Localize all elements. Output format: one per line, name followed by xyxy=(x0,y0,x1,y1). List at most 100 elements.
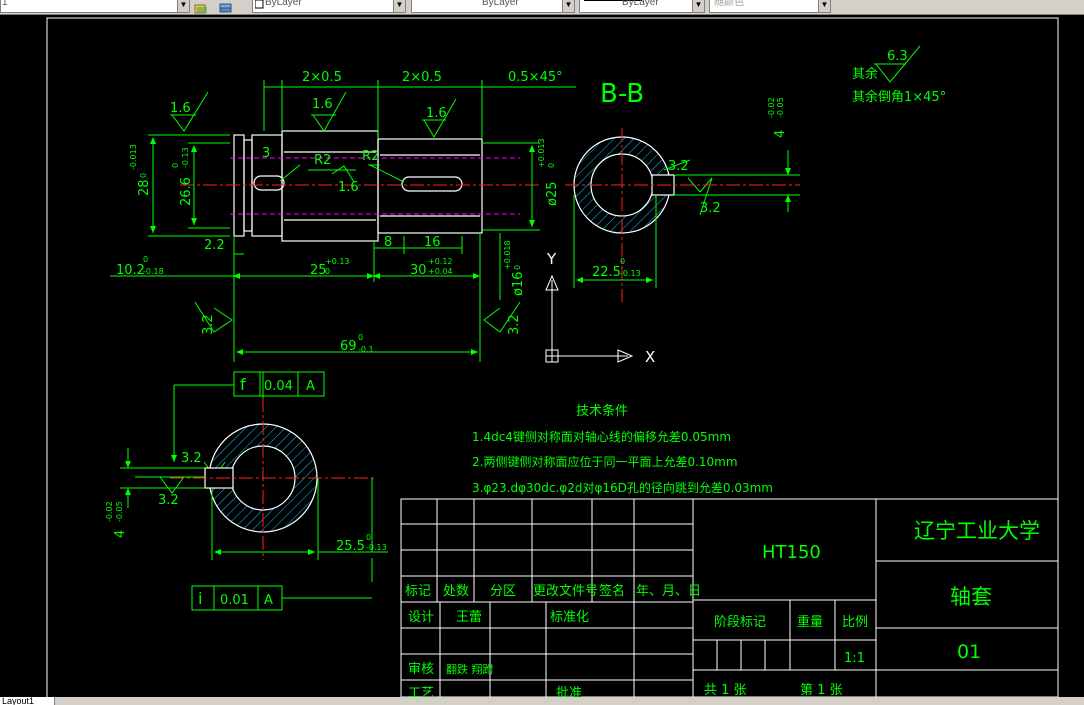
roughness-1: 1.6 xyxy=(170,101,191,116)
fcf2-value: 0.01 xyxy=(220,593,249,608)
tab-layout1[interactable]: Layout1 xyxy=(0,697,55,705)
tol-22-5-up: 0 xyxy=(620,257,625,266)
roughness-9: 3.2 xyxy=(181,451,202,466)
roughness-4: 1.6 xyxy=(338,180,359,195)
material: HT150 xyxy=(762,542,821,563)
dim-28: 28 xyxy=(137,179,152,196)
tol-25-dia-up: +0.013 xyxy=(537,138,546,168)
dim-30: 30 xyxy=(410,263,427,278)
dim-16: 16 xyxy=(424,235,441,250)
roughness-8: 3.2 xyxy=(700,201,721,216)
dim-26-6: 26.6 xyxy=(179,177,194,206)
linetype-dropdown[interactable]: ByLayer ▼ xyxy=(411,0,575,13)
fcf1-symbol: f xyxy=(240,375,246,394)
tol-16-dia-lo: 0 xyxy=(513,265,522,270)
dim-10-2: 10.2 xyxy=(116,263,145,278)
ucs-y-label: Y xyxy=(546,250,557,268)
lineweight-sample xyxy=(584,0,642,1)
roughness-2: 1.6 xyxy=(312,97,333,112)
color-value: ByLayer xyxy=(265,0,302,8)
dim-4-b: 4 xyxy=(113,530,128,538)
dim-69: 69 xyxy=(340,339,357,354)
color-swatch-icon xyxy=(255,0,264,9)
tol-25-5-lo: -0.13 xyxy=(366,543,387,552)
dim-2-2: 2.2 xyxy=(204,238,225,253)
designer-name: 王蕾 xyxy=(456,610,482,625)
drawing-canvas[interactable]: B-B 2×0.5 2×0.5 0.5×45° R2 R2 3 2.2 8 16… xyxy=(0,15,1084,697)
tol-25-up: +0.13 xyxy=(325,257,350,266)
tol-28-up: -0.013 xyxy=(129,144,138,170)
tech-line-2: 2.两侧键侧对称面应位于同一平面上允差0.10mm xyxy=(472,454,738,469)
roughness-rest-label: 其余 xyxy=(852,66,878,82)
title-block-grid xyxy=(400,498,1059,697)
fcf1-datum: A xyxy=(306,379,315,394)
layers-icon[interactable] xyxy=(218,0,232,13)
dim-25: 25 xyxy=(310,263,327,278)
tol-69-lo: -0.1 xyxy=(358,345,374,354)
layer-value: 1 xyxy=(2,0,8,8)
layer-dropdown[interactable]: 1 ▼ xyxy=(0,0,190,13)
tol-16-dia-up: +0.018 xyxy=(503,240,512,270)
tol-22-5-lo: -0.13 xyxy=(620,269,641,278)
fcf2-datum: A xyxy=(264,593,273,608)
tol-25-lo: 0 xyxy=(325,267,330,276)
tech-line-1: 1.4dc4键侧对称面对轴心线的偏移允差0.05mm xyxy=(472,429,731,444)
end-view xyxy=(120,372,388,599)
roughness-symbols xyxy=(135,45,921,494)
tol-30-up: +0.12 xyxy=(428,257,453,266)
color-dropdown[interactable]: ByLayer ▼ xyxy=(252,0,406,13)
linetype-value: ByLayer xyxy=(482,0,519,8)
reviewer-name: 翻跌 翔跗 xyxy=(446,662,494,676)
drawing-frame xyxy=(46,17,1059,697)
lineweight-dropdown[interactable]: ByLayer ▼ xyxy=(579,0,705,13)
tol-69-up: 0 xyxy=(358,333,363,342)
weight-label: 重量 xyxy=(797,614,823,630)
dim-r2-a: R2 xyxy=(314,153,331,168)
tol-10-2-lo: -0.18 xyxy=(143,267,164,276)
tol-26-6-up: 0 xyxy=(171,163,180,168)
tol-4b-lo: -0.05 xyxy=(115,501,124,522)
part-name: 轴套 xyxy=(950,585,992,609)
review-label: 审核 xyxy=(408,662,434,677)
lineweight-value: ByLayer xyxy=(622,0,659,8)
roughness-6: 3.2 xyxy=(507,314,522,335)
header-count: 处数 xyxy=(443,584,469,599)
fcf1-value: 0.04 xyxy=(264,379,293,394)
tol-10-2-up: 0 xyxy=(143,255,148,264)
shaft-dimensions xyxy=(110,80,576,362)
header-mark: 标记 xyxy=(405,584,431,599)
header-sign: 签名 xyxy=(599,583,625,599)
design-label: 设计 xyxy=(408,610,434,625)
tol-4-up: -0.02 xyxy=(767,97,776,118)
dim-8: 8 xyxy=(384,235,392,250)
roughness-5: 3.2 xyxy=(201,314,216,335)
ucs-x-label: X xyxy=(645,348,655,366)
dim-16-dia: ø16 xyxy=(511,272,526,297)
process-label: 工艺 xyxy=(408,686,434,697)
plotstyle-dropdown[interactable]: 随颜色 ▼ xyxy=(709,0,831,13)
university-name: 辽宁工业大学 xyxy=(914,519,1040,543)
dim-25-dia: ø25 xyxy=(545,182,560,207)
approve-label: 批准 xyxy=(556,686,582,697)
fcf2-symbol: i xyxy=(198,589,202,608)
ucs-icon xyxy=(545,274,634,363)
status-bar xyxy=(0,697,1084,705)
dim-r2-b: R2 xyxy=(362,149,379,164)
chevron-down-icon: ▼ xyxy=(562,0,574,12)
scale-value: 1:1 xyxy=(844,651,865,666)
roughness-rest-chamfer: 其余倒角1×45° xyxy=(852,89,946,105)
drawing-number: 01 xyxy=(957,641,981,663)
dim-2x05-a: 2×0.5 xyxy=(302,70,342,85)
section-b-b xyxy=(565,128,800,302)
dim-2x05-b: 2×0.5 xyxy=(402,70,442,85)
layer-state-icon[interactable] xyxy=(194,0,208,14)
header-zone: 分区 xyxy=(490,584,516,599)
dim-4: 4 xyxy=(773,130,788,138)
dim-22-5: 22.5 xyxy=(592,265,621,280)
tol-4-lo: -0.05 xyxy=(776,97,785,118)
plotstyle-value: 随颜色 xyxy=(714,0,744,8)
tol-25-5-up: 0 xyxy=(366,533,371,542)
dim-25-5: 25.5 xyxy=(336,539,365,554)
tech-line-3: 3.φ23.dφ30dc.φ2d对φ16D孔的径向跳到允差0.03mm xyxy=(472,480,773,495)
chevron-down-icon: ▼ xyxy=(818,0,830,12)
